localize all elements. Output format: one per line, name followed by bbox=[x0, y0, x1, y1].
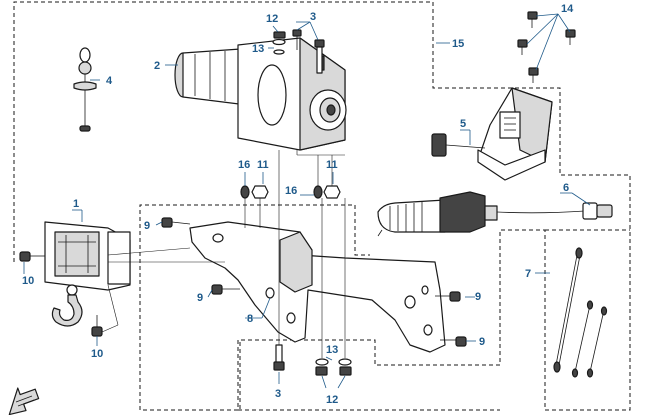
washers-nuts-mid bbox=[240, 185, 341, 199]
callout-11-b: 11 bbox=[326, 159, 338, 171]
part-roller-fairlead bbox=[44, 221, 131, 291]
callout-3-top: 3 bbox=[310, 11, 316, 23]
part-cable-grommet bbox=[73, 47, 97, 132]
callout-1: 1 bbox=[73, 198, 79, 210]
assembly-guides bbox=[101, 150, 346, 358]
callout-7: 7 bbox=[525, 268, 531, 280]
callout-8: 8 bbox=[247, 313, 253, 325]
callout-4: 4 bbox=[106, 75, 113, 87]
part-mounting-bracket bbox=[189, 221, 446, 353]
callout-13-top: 13 bbox=[252, 43, 264, 55]
fasteners-right bbox=[435, 291, 467, 347]
callout-11-a: 11 bbox=[257, 159, 269, 171]
callout-13-bottom: 13 bbox=[326, 344, 338, 356]
callout-12-top: 12 bbox=[266, 13, 278, 25]
outline-lower bbox=[237, 340, 500, 411]
front-direction-arrow-icon bbox=[8, 387, 40, 415]
outline-main bbox=[13, 1, 631, 411]
part-contactor bbox=[431, 11, 576, 181]
callout-9-c: 9 bbox=[475, 291, 481, 303]
fasteners-left bbox=[19, 217, 240, 337]
callout-12-bottom: 12 bbox=[326, 394, 338, 406]
fasteners-top bbox=[272, 29, 325, 74]
group-outlines bbox=[13, 1, 631, 411]
callout-15: 15 bbox=[452, 38, 464, 50]
callout-14: 14 bbox=[561, 3, 574, 15]
part-hand-controller bbox=[377, 191, 613, 237]
callout-6: 6 bbox=[563, 182, 569, 194]
callout-9-b: 9 bbox=[197, 292, 203, 304]
part-hook bbox=[51, 284, 83, 327]
callout-3-bottom: 3 bbox=[275, 388, 281, 400]
callout-16-b: 16 bbox=[285, 185, 297, 197]
callout-9-d: 9 bbox=[479, 336, 485, 348]
callout-5: 5 bbox=[460, 118, 466, 130]
callout-10-a: 10 bbox=[22, 275, 34, 287]
callout-10-b: 10 bbox=[91, 348, 103, 360]
callout-9-a: 9 bbox=[144, 220, 150, 232]
part-winch-motor bbox=[174, 37, 347, 151]
callout-2: 2 bbox=[154, 60, 160, 72]
part-wire-cables bbox=[553, 247, 608, 378]
callout-16-a: 16 bbox=[238, 159, 250, 171]
callout-labels: 1 2 3 3 4 5 6 7 8 9 9 9 9 10 10 11 11 12… bbox=[22, 3, 574, 406]
fasteners-bottom bbox=[273, 344, 352, 376]
callout-leaders bbox=[23, 13, 591, 389]
